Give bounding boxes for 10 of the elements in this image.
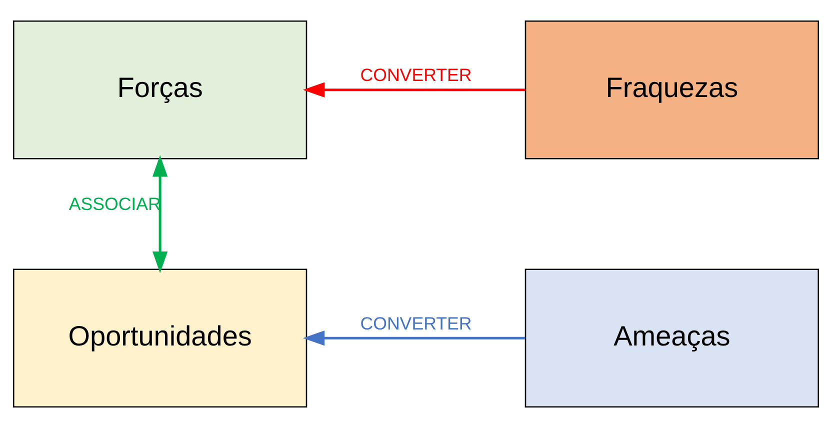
arrow	[302, 330, 526, 346]
node-box: Forças	[13, 20, 308, 159]
edge-label: ASSOCIAR	[68, 193, 161, 214]
node-box: Oportunidades	[13, 268, 308, 408]
arrow	[302, 82, 526, 97]
node-box: Ameaças	[524, 268, 819, 408]
arrow	[152, 154, 168, 273]
edge-label: CONVERTER	[360, 64, 472, 85]
node-box: Fraquezas	[524, 20, 819, 159]
edge-label: CONVERTER	[360, 312, 472, 333]
